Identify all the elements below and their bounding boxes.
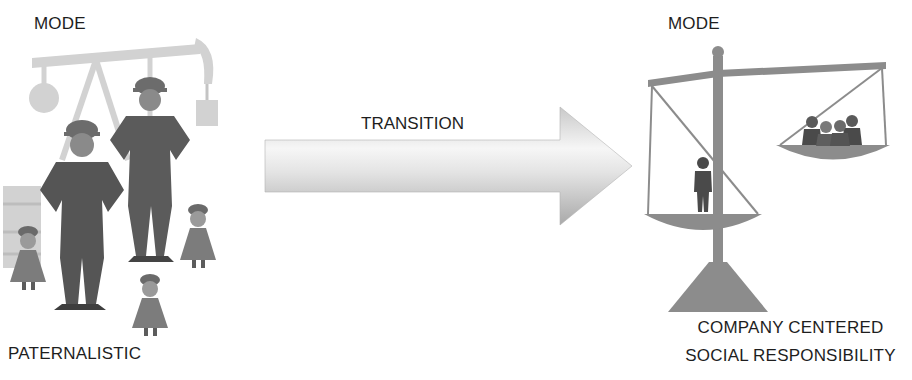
head <box>846 115 858 127</box>
balance-scale <box>644 46 890 312</box>
tank-band <box>3 203 41 206</box>
head <box>20 233 36 249</box>
derrick-leg <box>62 60 96 160</box>
overalls <box>40 162 124 304</box>
pump-jack <box>3 38 218 268</box>
head <box>190 211 206 227</box>
legs <box>192 260 205 268</box>
body <box>694 171 712 212</box>
child-figure <box>180 204 216 268</box>
scale-pan <box>644 214 762 230</box>
dress <box>132 298 168 328</box>
pan-chain <box>648 86 652 214</box>
pan-chain <box>652 86 758 214</box>
head <box>142 281 158 297</box>
community-figures <box>802 115 862 146</box>
transition-arrow <box>265 107 632 225</box>
body <box>830 133 850 146</box>
head <box>139 89 161 111</box>
mode-caption: COMPANY CENTERED SOCIAL RESPONSIBILITY <box>673 314 908 370</box>
dress <box>180 228 216 260</box>
panel-heading: MODE <box>34 14 86 34</box>
company-figure <box>694 157 712 212</box>
boots <box>128 256 174 262</box>
illustration-panel: MODE PATERNALISTIC <box>0 6 265 374</box>
scale-pan <box>776 145 890 160</box>
dress <box>10 250 46 282</box>
head <box>70 133 94 157</box>
overalls <box>110 116 190 256</box>
worker-figure <box>40 120 124 310</box>
child-figure <box>132 274 168 336</box>
polish-rod <box>206 84 209 100</box>
boots <box>54 304 106 310</box>
scale-finial <box>712 46 724 58</box>
panel-heading: MODE <box>668 14 720 34</box>
illustration-panel: MODE COMPANY CENTERED SOCIAL RESPONSIBILI… <box>632 6 908 374</box>
head <box>834 120 846 132</box>
child-figure <box>10 226 46 290</box>
head <box>820 121 832 133</box>
mode-caption: PATERNALISTIC <box>8 344 141 364</box>
pan-chain <box>780 68 882 145</box>
pitman-arm <box>42 66 47 98</box>
head <box>697 157 709 169</box>
arrow-label: TRANSITION <box>358 114 467 134</box>
pan-chain <box>882 68 886 145</box>
worker-figure <box>110 77 190 262</box>
scale-base <box>668 262 768 312</box>
head <box>806 116 818 128</box>
well-head <box>196 100 218 126</box>
horse-head <box>194 38 213 84</box>
scale-beam <box>648 62 886 87</box>
legs <box>22 282 35 290</box>
legs <box>144 328 157 336</box>
walking-beam <box>32 44 200 68</box>
